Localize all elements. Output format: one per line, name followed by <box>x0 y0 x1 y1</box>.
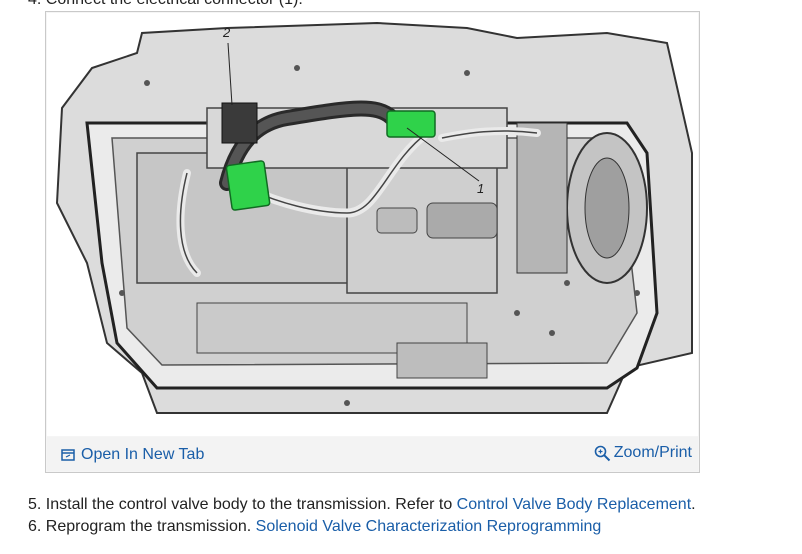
callout-2: 2 <box>222 25 231 40</box>
magnifier-icon <box>594 445 610 461</box>
step-5-suffix: . <box>691 496 696 513</box>
open-in-new-tab-label: Open In New Tab <box>81 446 205 463</box>
open-new-tab-icon <box>61 449 75 461</box>
procedure-steps: 5. Install the control valve body to the… <box>28 494 696 538</box>
step-5: 5. Install the control valve body to the… <box>28 494 696 516</box>
solenoid-valve-reprogramming-link[interactable]: Solenoid Valve Characterization Reprogra… <box>255 518 602 535</box>
transmission-illustration[interactable]: 2 1 <box>47 13 698 436</box>
callout-1: 1 <box>477 181 484 196</box>
step-6-text: 6. Reprogram the transmission. <box>28 518 256 535</box>
connector-2-highlight <box>225 160 271 211</box>
figure-footer: Open In New Tab Zoom/Print <box>47 437 698 471</box>
step-5-text: 5. Install the control valve body to the… <box>28 496 457 513</box>
zoom-print-link[interactable]: Zoom/Print <box>594 444 692 462</box>
transmission-drawing: 2 1 <box>55 21 693 414</box>
zoom-print-label: Zoom/Print <box>613 444 692 461</box>
control-valve-body-replacement-link[interactable]: Control Valve Body Replacement <box>456 496 692 513</box>
connector-1-highlight <box>386 110 436 138</box>
figure-panel: 2 1 Open In New Tab Zoom/Print <box>45 11 700 473</box>
open-in-new-tab-link[interactable]: Open In New Tab <box>61 446 204 464</box>
step-4-text: 4. Connect the electrical connector (1). <box>28 0 303 9</box>
step-6: 6. Reprogram the transmission. Solenoid … <box>28 516 696 538</box>
